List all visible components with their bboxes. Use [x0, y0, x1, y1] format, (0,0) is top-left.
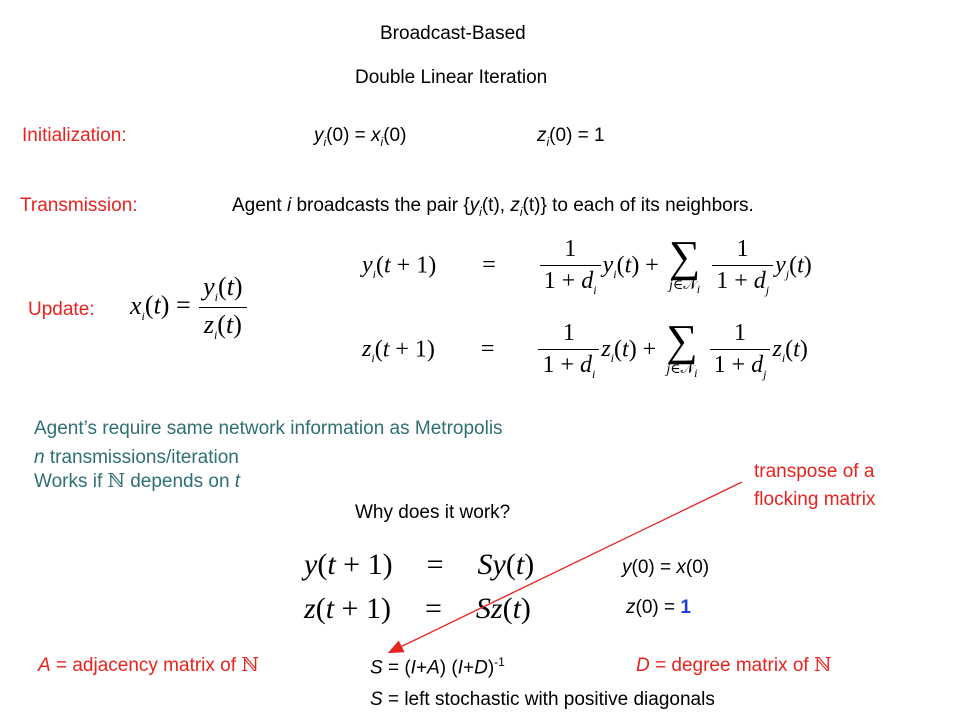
- note-works-if: Works if ℕ depends on t: [34, 470, 241, 492]
- note-network-info: Agent’s require same network information…: [34, 418, 503, 439]
- degree-matrix-def: D = degree matrix of ℕ: [636, 654, 832, 676]
- init-z-equation: zi(0) = 1: [537, 125, 605, 149]
- initialization-label: Initialization:: [22, 125, 127, 146]
- note-transmissions: n transmissions/iteration: [34, 447, 239, 468]
- init-y-vector: y(0) = x(0): [622, 557, 710, 578]
- title-line-2: Double Linear Iteration: [355, 67, 548, 88]
- matrix-y-equation: y(t + 1)=Sy(t): [304, 548, 535, 581]
- update-label: Update:: [28, 299, 95, 320]
- adjacency-matrix-def: A = adjacency matrix of ℕ: [38, 654, 259, 676]
- update-x-formula: xi(t) = yi(t)zi(t): [130, 272, 249, 343]
- question-text: Why does it work?: [355, 502, 511, 523]
- init-y-equation: yi(0) = xi(0): [314, 125, 407, 149]
- s-stochastic-note: S = left stochastic with positive diagon…: [370, 689, 715, 710]
- annotation-line-1: transpose of a: [754, 461, 875, 482]
- transmission-label: Transmission:: [20, 195, 138, 216]
- title-line-1: Broadcast-Based: [380, 23, 526, 44]
- s-definition: S = (I+A) (I+D)-1: [370, 655, 505, 679]
- init-z-vector: z(0) = 1: [626, 597, 691, 618]
- matrix-z-equation: z(t + 1)=Sz(t): [304, 592, 531, 625]
- annotation-line-2: flocking matrix: [754, 489, 876, 510]
- transmission-text: Agent i broadcasts the pair {yi(t), zi(t…: [232, 195, 754, 219]
